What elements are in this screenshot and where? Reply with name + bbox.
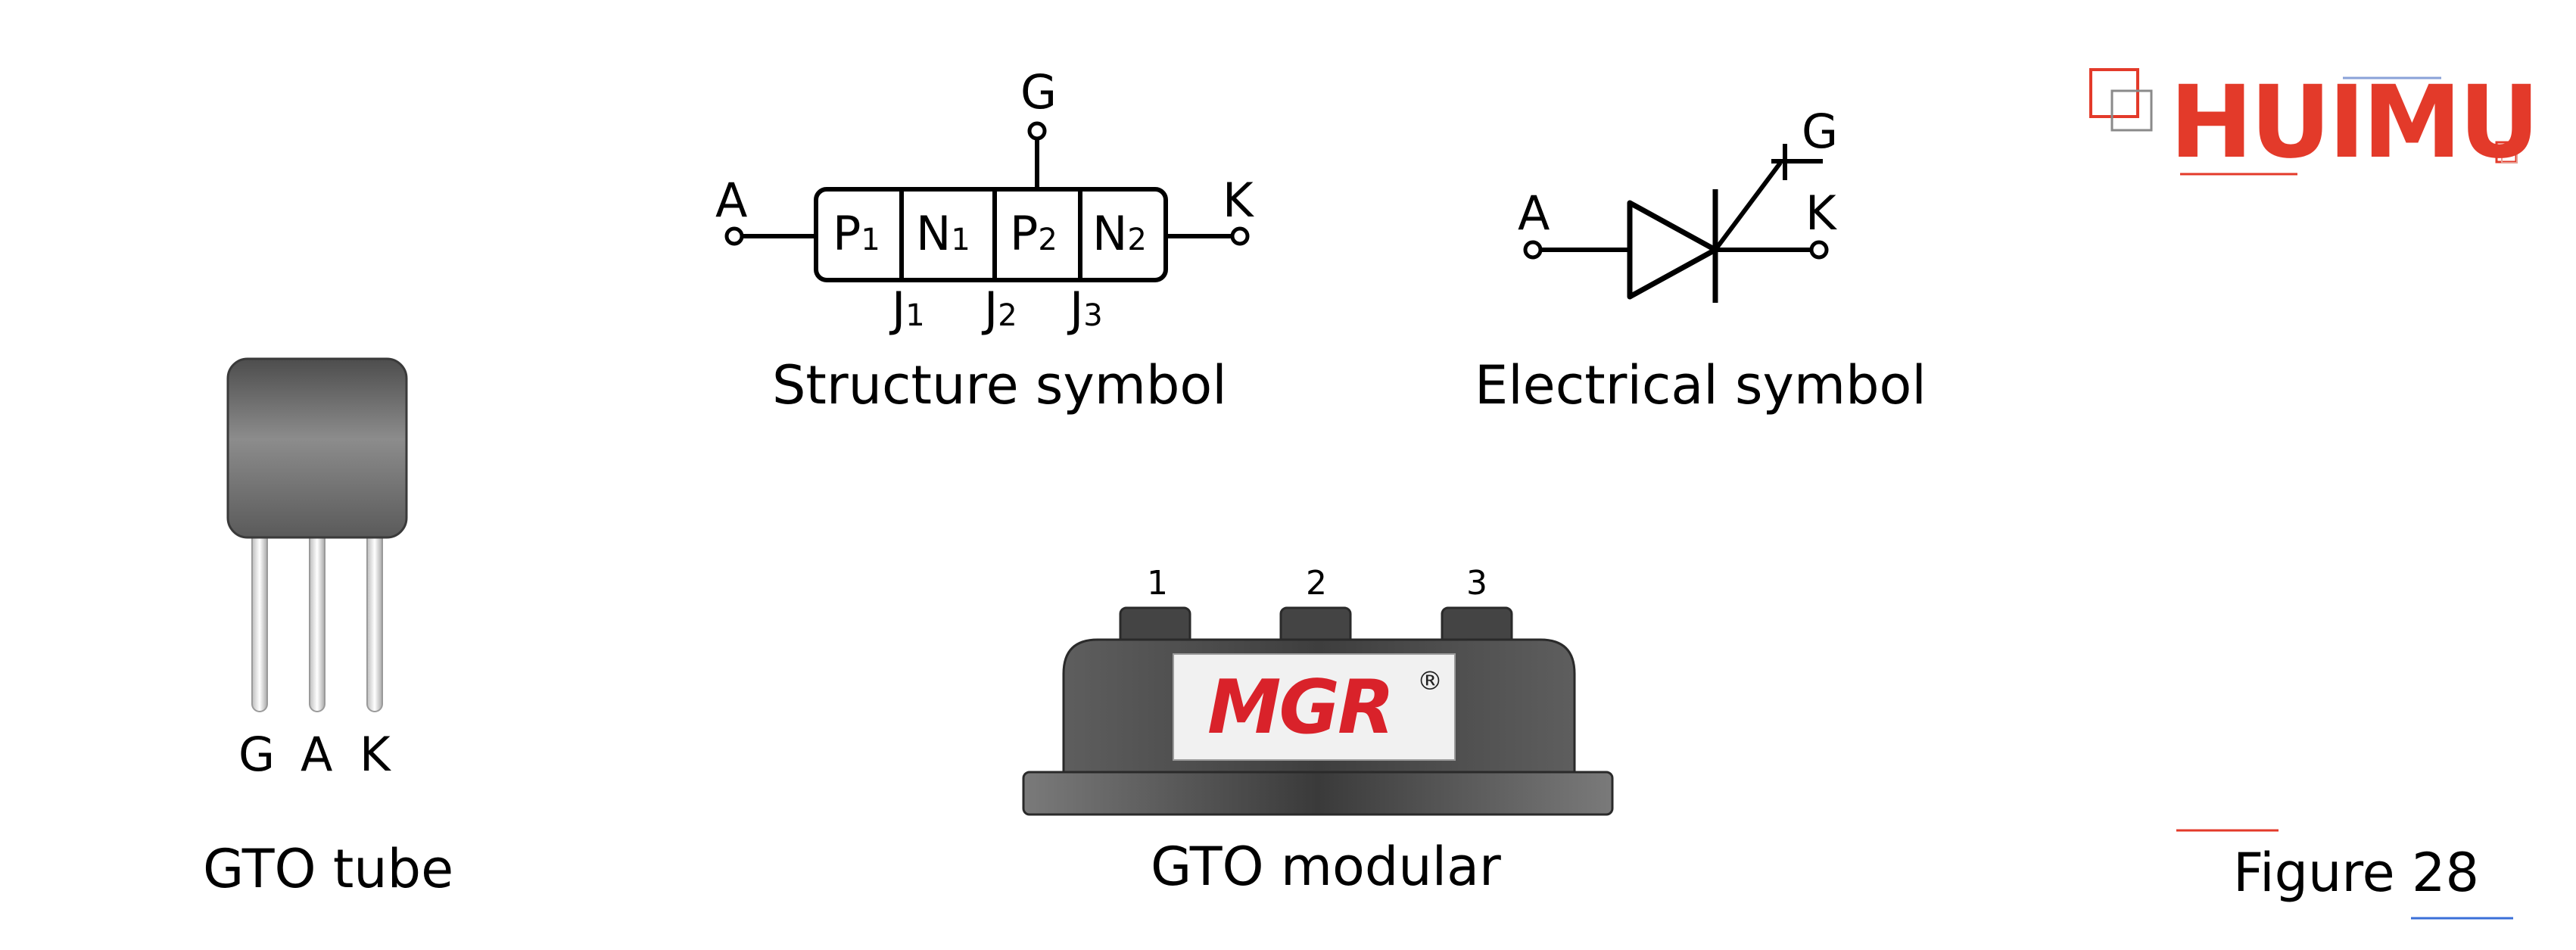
module-terminal-label-2: 2 xyxy=(1306,564,1327,603)
tube-pin-label-a: A xyxy=(301,727,333,782)
layer-label-n1: N1 xyxy=(916,206,970,261)
gate-terminal-dot xyxy=(1027,121,1047,141)
structure-cathode-label: K xyxy=(1223,173,1254,228)
module-nameplate xyxy=(1173,653,1456,761)
layer-p2-main: P xyxy=(1010,206,1039,261)
tube-pin-label-k: K xyxy=(360,727,391,782)
layer-n2-main: N xyxy=(1092,206,1128,261)
mgr-brand-logo: MGR xyxy=(1207,665,1394,751)
gto-module-caption: GTO modular xyxy=(1151,836,1501,898)
layer-label-n2: N2 xyxy=(1092,206,1147,261)
junction-label-j2: J2 xyxy=(984,282,1017,337)
layer-p1-sub: 1 xyxy=(861,223,880,257)
layer-label-p2: P2 xyxy=(1010,206,1057,261)
junction-label-j1: J1 xyxy=(892,282,925,337)
electrical-symbol-caption: Electrical symbol xyxy=(1475,354,1927,416)
junction-j2-main: J xyxy=(984,282,998,337)
module-terminal-label-1: 1 xyxy=(1147,564,1168,603)
structure-anode-label: A xyxy=(715,173,748,228)
electrical-cathode-label: K xyxy=(1805,185,1836,241)
layer-n2-sub: 2 xyxy=(1127,223,1147,257)
anode-terminal-dot xyxy=(724,226,744,246)
gto-tube-caption: GTO tube xyxy=(203,838,454,900)
tube-body xyxy=(226,357,408,539)
layer-p1-main: P xyxy=(833,206,861,261)
tube-pin-label-g: G xyxy=(238,727,276,782)
electrical-anode-label: A xyxy=(1518,185,1550,241)
layer-n1-main: N xyxy=(916,206,952,261)
junction-j1-sub: 1 xyxy=(905,298,925,333)
gate-diagonal xyxy=(1713,161,1783,251)
junction-label-j3: J3 xyxy=(1070,282,1103,337)
junction-j2-sub: 2 xyxy=(998,298,1017,333)
structure-gate-label: G xyxy=(1020,64,1057,120)
figure-label: Figure 28 xyxy=(2233,842,2480,904)
junction-j3-sub: 3 xyxy=(1083,298,1103,333)
logo-small-square-2 xyxy=(2501,147,2518,164)
structure-symbol-caption: Structure symbol xyxy=(772,354,1227,416)
layer-label-p1: P1 xyxy=(833,206,880,261)
layer-p2-sub: 2 xyxy=(1038,223,1057,257)
registered-mark: ® xyxy=(1417,666,1443,696)
junction-j3-main: J xyxy=(1070,282,1084,337)
electrical-gate-label: G xyxy=(1802,104,1839,159)
electrical-cathode-dot xyxy=(1809,240,1829,260)
module-terminal-label-3: 3 xyxy=(1466,564,1487,603)
logo-square-grey xyxy=(2110,89,2153,132)
diode-triangle xyxy=(1627,200,1718,300)
logo-square-red xyxy=(2089,68,2139,118)
electrical-anode-dot xyxy=(1523,240,1543,260)
layer-n1-sub: 1 xyxy=(951,223,970,257)
junction-j1-main: J xyxy=(892,282,906,337)
module-base xyxy=(1022,771,1614,816)
huimu-logo-text: HUIMU xyxy=(2170,64,2540,181)
cathode-terminal-dot xyxy=(1230,226,1250,246)
